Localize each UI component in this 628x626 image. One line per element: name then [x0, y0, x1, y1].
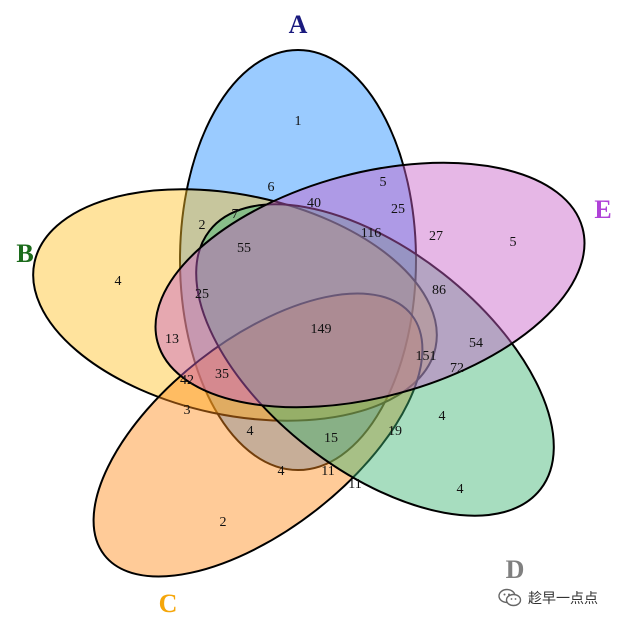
- region-count-abc: 35: [215, 367, 229, 382]
- region-count-cde: 86: [432, 283, 446, 298]
- region-count-be: 25: [195, 287, 209, 302]
- region-count-ab: 2: [199, 218, 206, 233]
- region-count-abde: 55: [237, 241, 251, 256]
- region-count-acde: 25: [391, 202, 405, 217]
- region-count-c: 2: [220, 515, 227, 530]
- set-label-b: B: [16, 239, 33, 268]
- region-count-cd: 4: [247, 424, 254, 439]
- set-label-c: C: [159, 589, 178, 618]
- set-ellipse-b: [32, 188, 438, 422]
- region-count-cd2: 11: [348, 477, 361, 492]
- wechat-icon: [498, 588, 522, 607]
- set-label-a: A: [289, 10, 308, 39]
- region-count-abcd: 15: [324, 431, 338, 446]
- region-count-ae: 5: [380, 175, 387, 190]
- region-count-b: 4: [115, 274, 122, 289]
- set-ellipse-c: [92, 292, 424, 578]
- set-ellipse-d: [195, 203, 555, 517]
- region-count-ce: 27: [429, 229, 443, 244]
- region-count-bcde: 72: [450, 361, 464, 376]
- region-count-ade: 40: [307, 196, 321, 211]
- set-labels: A B C D E: [16, 10, 611, 618]
- set-label-e: E: [594, 195, 611, 224]
- region-count-abcde: 149: [311, 322, 332, 337]
- region-count-ac: 4: [278, 464, 285, 479]
- region-count-bc: 3: [184, 403, 191, 418]
- region-count-bcd: 42: [180, 373, 194, 388]
- set-ellipses: [32, 49, 586, 578]
- region-count-ad: 6: [268, 180, 275, 195]
- region-count-acde2: 19: [388, 424, 402, 439]
- set-ellipse-a: [179, 49, 417, 471]
- region-count-acd: 116: [361, 226, 381, 241]
- set-label-d: D: [506, 555, 525, 584]
- watermark: 趁早一点点: [498, 588, 598, 608]
- set-ellipse-e: [154, 161, 586, 409]
- region-count-d: 4: [457, 482, 464, 497]
- region-count-abce: 151: [416, 349, 437, 364]
- watermark-text: 趁早一点点: [528, 591, 598, 607]
- region-count-ace: 4: [439, 409, 446, 424]
- region-count-de: 54: [469, 336, 483, 351]
- region-count-acd2: 11: [321, 464, 334, 479]
- region-count-abd: 7: [232, 207, 239, 222]
- region-count-bce: 13: [165, 332, 179, 347]
- region-count-e: 5: [510, 235, 517, 250]
- region-count-a: 1: [295, 114, 302, 129]
